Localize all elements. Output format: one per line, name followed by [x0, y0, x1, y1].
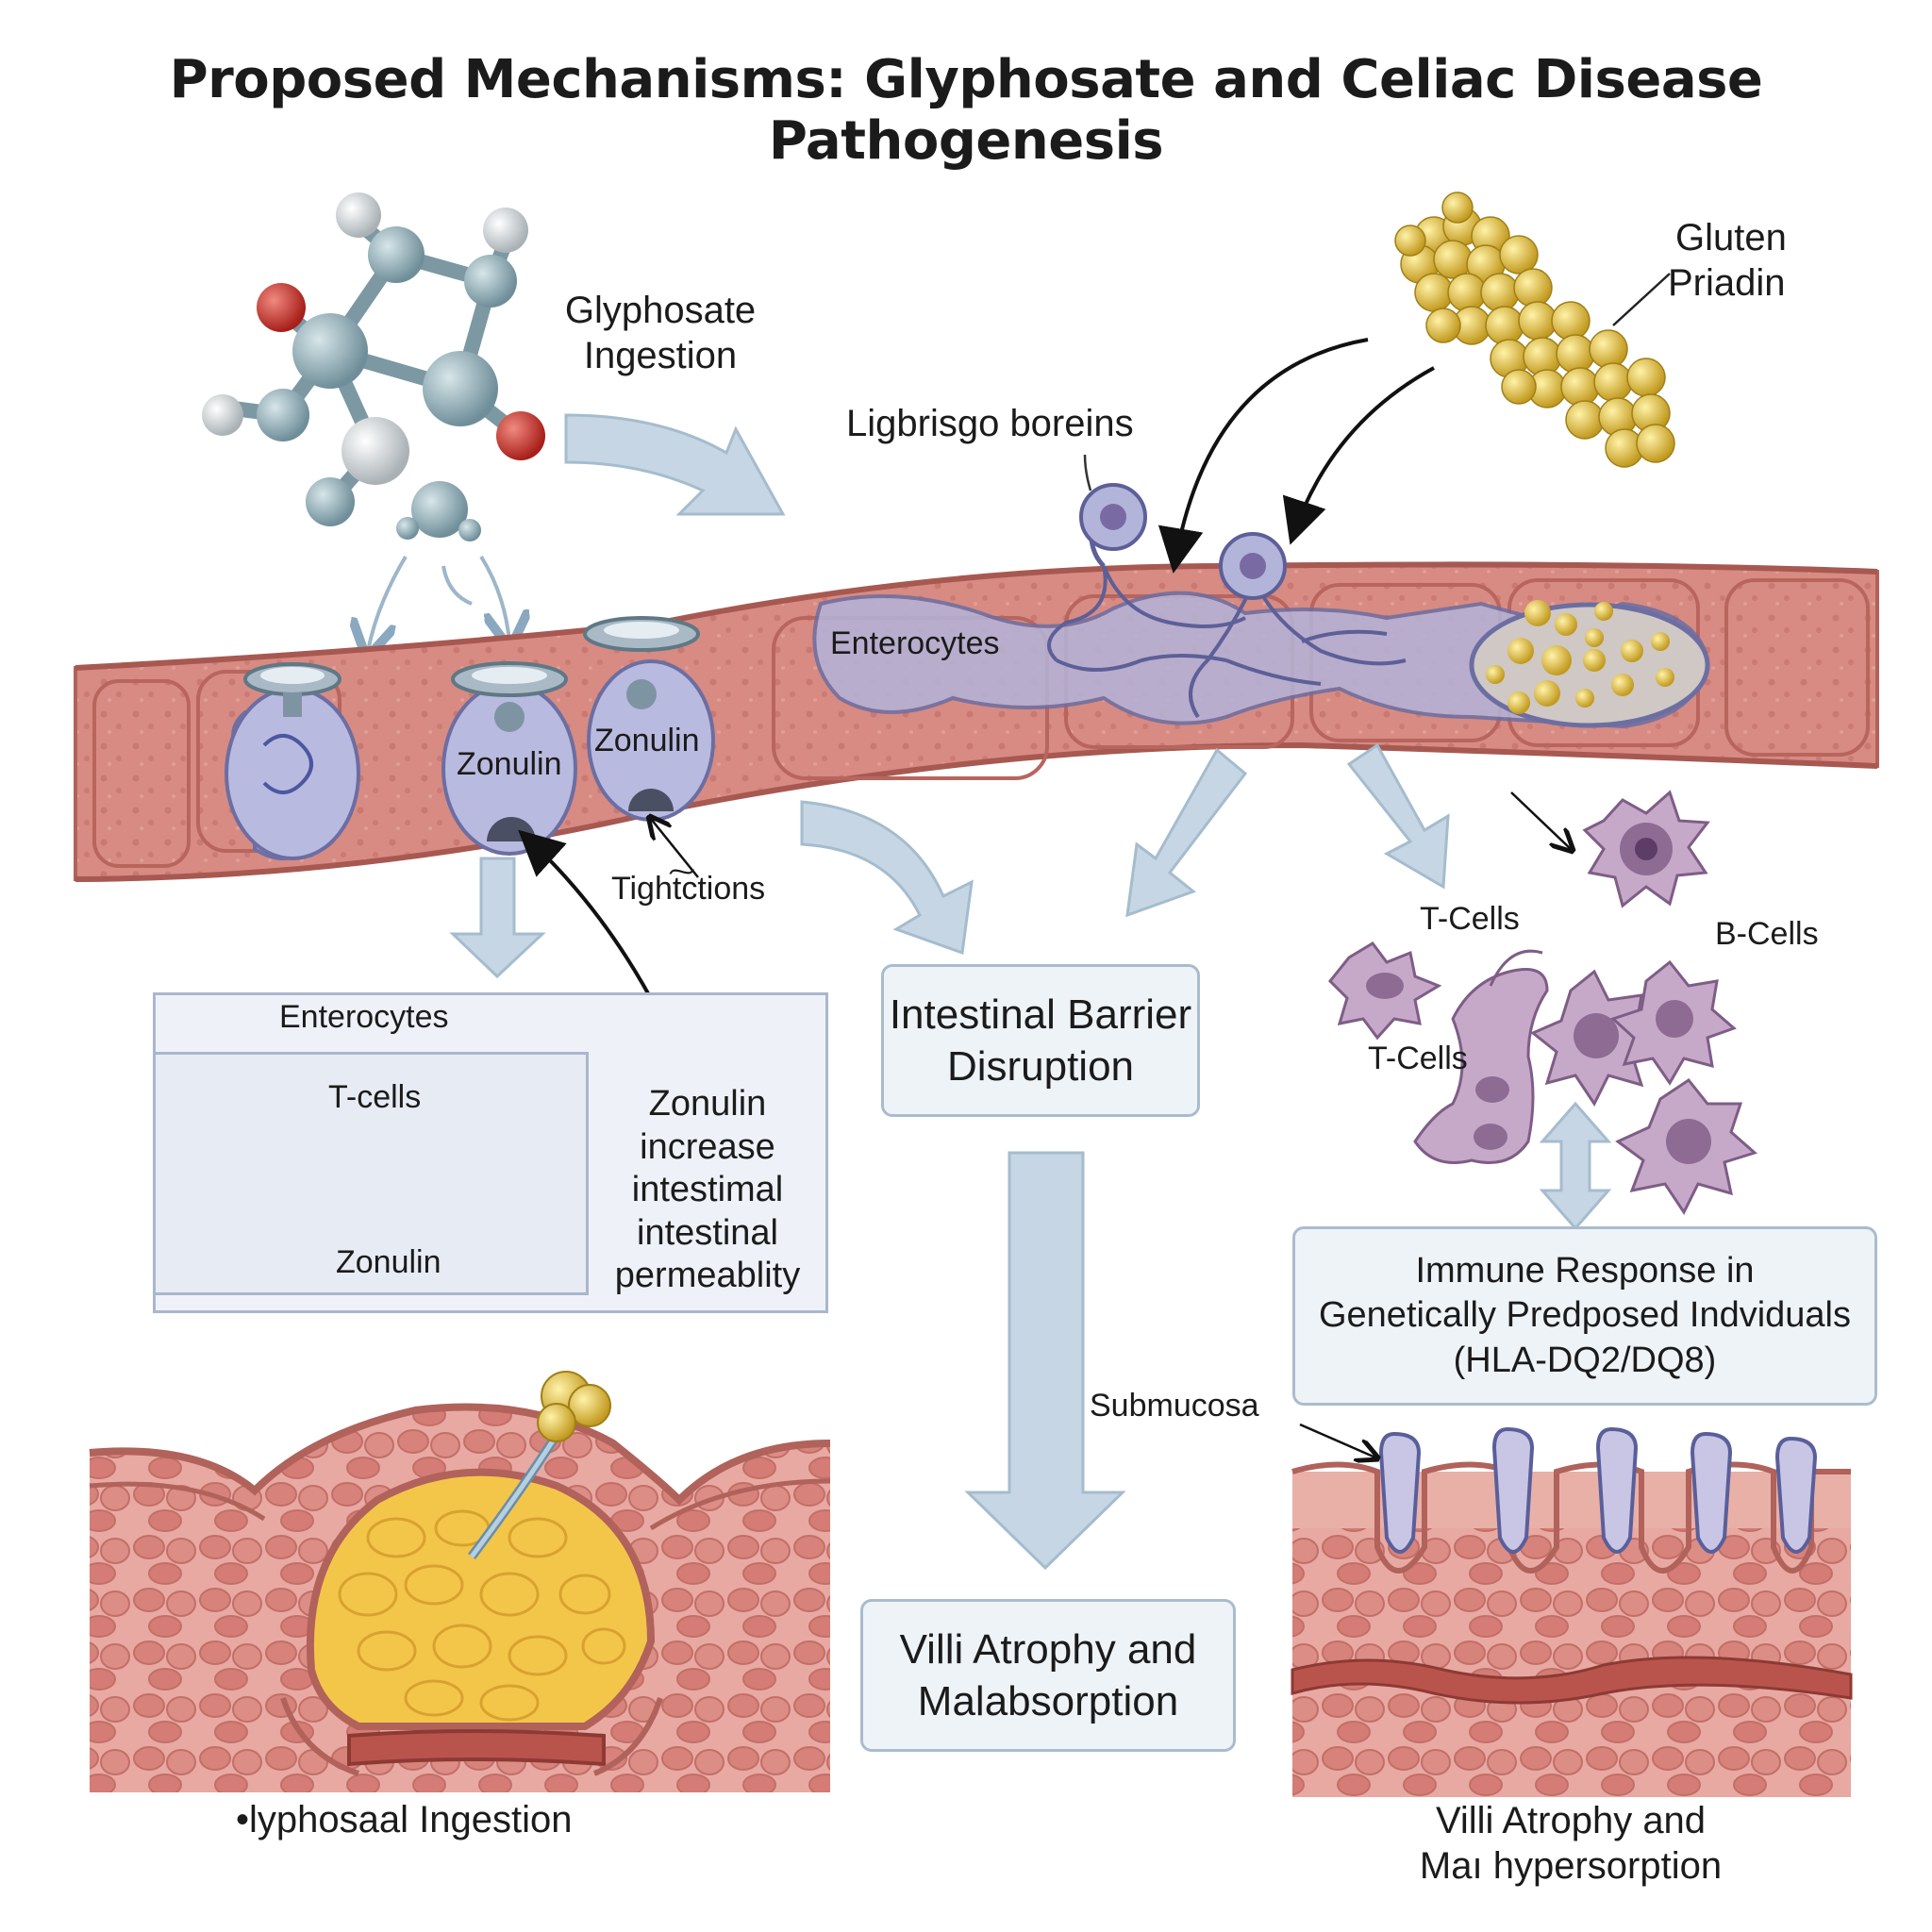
- enterocytes-panel-label: Enterocytes: [279, 999, 449, 1035]
- t-cells-small-label: T-cells: [328, 1079, 422, 1115]
- ingestion-arrow: [564, 413, 786, 516]
- barrier-arrow-right: [1125, 747, 1248, 918]
- zonulin-increase-line-4: intestinal: [637, 1212, 778, 1253]
- glyphosate-ingestion-line-2: Ingestion: [583, 335, 738, 376]
- immune-arrow: [1346, 742, 1450, 890]
- zonulin-label-a: Zonulin: [457, 746, 562, 782]
- enterocytes-inner-panel: [153, 1052, 589, 1295]
- villi-line-2: Malabsorption: [917, 1678, 1179, 1724]
- glyphosate-ingestion-label: Glyphosate Ingestion: [547, 288, 774, 378]
- zonulin-channels: [225, 616, 715, 860]
- enterocyte-network: [812, 454, 1710, 729]
- enterocytes-top-label: Enterocytes: [830, 625, 1000, 661]
- gluten-arrow-2: [1282, 366, 1435, 545]
- barrier-arrow-left: [800, 800, 974, 956]
- immune-line-2: Genetically Predposed Indviduals: [1318, 1295, 1851, 1336]
- zonulin-increase-line-5: permeablity: [614, 1256, 801, 1296]
- zonulin-label-b: Zonulin: [594, 723, 700, 758]
- zonulin-increase-line-2: increase: [640, 1126, 775, 1167]
- gluten-leader-line: [1612, 273, 1671, 326]
- gluten-cluster: [1394, 192, 1675, 468]
- glyphosate-ingestion-line-1: Glyphosate: [564, 290, 757, 331]
- zonulin-increase-line-3: intestimal: [631, 1170, 784, 1210]
- t-cells-label-1: T-Cells: [1420, 901, 1520, 937]
- zonulin-increase-label: Zonulin increase intestimal intestinal p…: [604, 1083, 811, 1298]
- gluten-label: Gluten Priadin: [1668, 215, 1787, 306]
- glyphosate-molecule: [202, 192, 545, 541]
- tight-junctions-label: Tight͠ctions: [611, 871, 766, 907]
- bottom-right-line-1: Villi Atrophy and: [1435, 1800, 1707, 1841]
- page-title: Proposed Mechanisms: Glyphosate and Celi…: [169, 49, 1763, 172]
- barrier-line-2: Disruption: [946, 1043, 1135, 1090]
- zonulin-small-label: Zonulin: [336, 1244, 441, 1280]
- gluten-line-1: Gluten: [1675, 217, 1787, 258]
- t-cells-label-2: T-Cells: [1368, 1041, 1468, 1076]
- zonulin-increase-line-1: Zonulin: [648, 1084, 767, 1124]
- enterocyte-box-arrow: [449, 857, 546, 979]
- immune-line-1: Immune Response in: [1415, 1250, 1755, 1291]
- bottom-right-line-2: Maı hypersorption: [1419, 1845, 1723, 1887]
- center-down-arrow: [964, 1151, 1126, 1571]
- ligbrisgo-label: Ligbrisgo boreins: [846, 403, 1134, 444]
- lesion-tissue: [89, 1371, 831, 1792]
- bottom-left-caption: •lyphosaal Ingestion: [236, 1799, 573, 1840]
- gluten-line-2: Priadin: [1668, 262, 1786, 304]
- submucosa-label: Submucosa: [1090, 1388, 1259, 1424]
- immune-cells: [1327, 790, 1757, 1231]
- villi-line-1: Villi Atrophy and: [899, 1626, 1197, 1673]
- b-cells-label: B-Cells: [1715, 916, 1819, 952]
- gluten-arrow-1: [1158, 338, 1369, 574]
- bottom-right-caption: Villi Atrophy and Maı hypersorption: [1358, 1798, 1783, 1889]
- barrier-line-1: Intestinal Barrier: [889, 991, 1192, 1038]
- immune-line-3: (HLA-DQ2/DQ8): [1453, 1340, 1717, 1380]
- villi-tissue: [1291, 1423, 1853, 1797]
- tight-junction-pointer: [651, 819, 699, 878]
- molecule-dispersal-arrows: [368, 555, 509, 651]
